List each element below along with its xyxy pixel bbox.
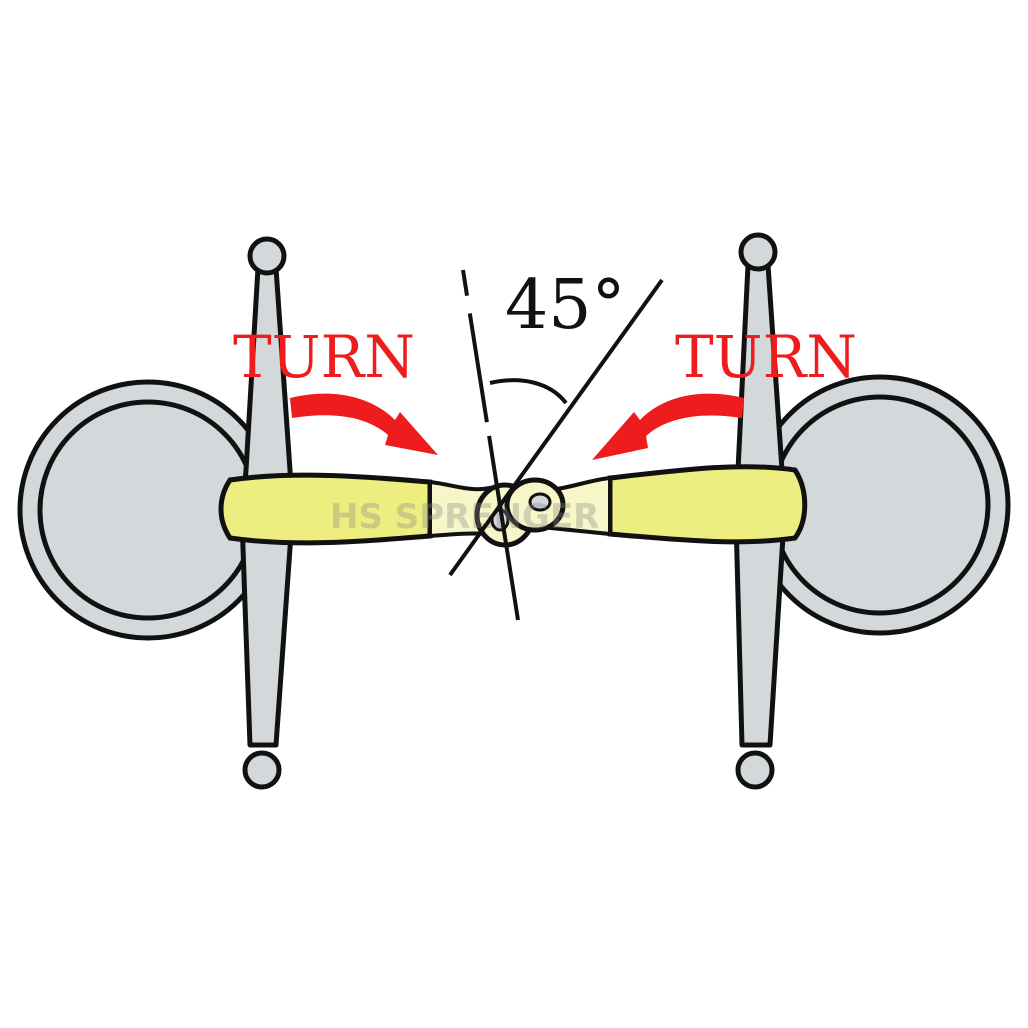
mouthpiece-right [548, 464, 808, 545]
turn-label-right: TURN [675, 323, 857, 391]
turn-label-left: TURN [233, 323, 415, 391]
angle-line [448, 278, 664, 577]
angle-arc [489, 378, 568, 405]
turn-arrow-right-icon [592, 393, 744, 460]
right-ring [749, 374, 1011, 636]
angle-label: 45° [505, 266, 626, 345]
vertical-dashed-line [461, 269, 520, 621]
turn-arrow-left-icon [290, 393, 438, 455]
watermark-logo: HS SPRENGER [330, 497, 599, 537]
